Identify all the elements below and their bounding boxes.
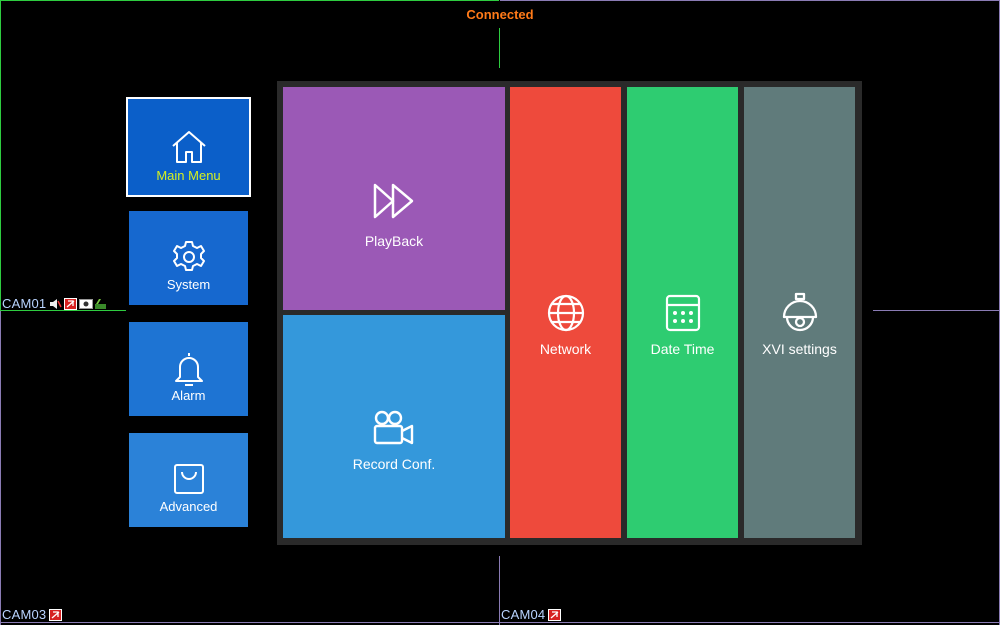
calendar-icon <box>627 293 738 333</box>
tile-record-conf[interactable]: Record Conf. <box>283 315 505 538</box>
tile-network[interactable]: Network <box>510 87 621 538</box>
cam03-name: CAM03 <box>2 607 47 622</box>
no-signal-icon <box>548 609 562 621</box>
camera-icon <box>79 298 94 309</box>
shopping-bag-icon <box>129 461 248 497</box>
fast-forward-icon <box>283 181 505 221</box>
cam01-name: CAM01 <box>2 296 47 311</box>
bell-icon <box>129 350 248 386</box>
split-line-top-vertical <box>499 28 500 68</box>
side-menu-system[interactable]: System <box>129 211 248 305</box>
side-menu-label: Alarm <box>171 388 206 403</box>
frame-left <box>0 0 1 310</box>
split-line-right-horizontal <box>873 310 1000 311</box>
globe-icon <box>510 293 621 333</box>
tile-label: XVI settings <box>762 341 837 357</box>
side-menu-advanced[interactable]: Advanced <box>129 433 248 527</box>
side-menu-main-menu[interactable]: Main Menu <box>126 97 251 197</box>
side-menu-label: Main Menu <box>156 168 221 183</box>
tile-playback[interactable]: PlayBack <box>283 87 505 310</box>
tile-date-time[interactable]: Date Time <box>627 87 738 538</box>
frame-left-lower <box>0 311 1 625</box>
split-line-bottom-vertical <box>499 556 500 625</box>
side-menu-label: Advanced <box>159 499 218 514</box>
frame-bottom <box>0 622 1000 623</box>
tile-xvi-settings[interactable]: XVI settings <box>744 87 855 538</box>
side-menu-alarm[interactable]: Alarm <box>129 322 248 416</box>
frame-top-left <box>0 0 499 1</box>
side-menu-label: System <box>166 277 211 292</box>
tile-label: Network <box>539 341 592 357</box>
main-menu-panel: PlayBack Record Conf. Network <box>277 81 862 545</box>
home-icon <box>128 129 249 165</box>
frame-top-right <box>500 0 1000 1</box>
tile-label: Date Time <box>650 341 715 357</box>
speaker-muted-icon <box>49 298 63 309</box>
video-camera-icon <box>283 409 505 447</box>
cam03-label[interactable]: CAM03 <box>2 607 63 622</box>
gear-icon <box>129 239 248 275</box>
dome-camera-icon <box>744 291 855 335</box>
cam04-name: CAM04 <box>501 607 546 622</box>
tile-label: PlayBack <box>364 233 424 249</box>
no-signal-icon <box>64 298 78 310</box>
cam04-label[interactable]: CAM04 <box>501 607 562 622</box>
cam01-label[interactable]: CAM01 <box>2 296 107 311</box>
connection-status: Connected <box>466 7 534 22</box>
no-signal-icon <box>49 609 63 621</box>
record-icon <box>94 298 107 309</box>
split-line-left-horizontal <box>0 310 126 311</box>
tile-label: Record Conf. <box>352 456 436 472</box>
